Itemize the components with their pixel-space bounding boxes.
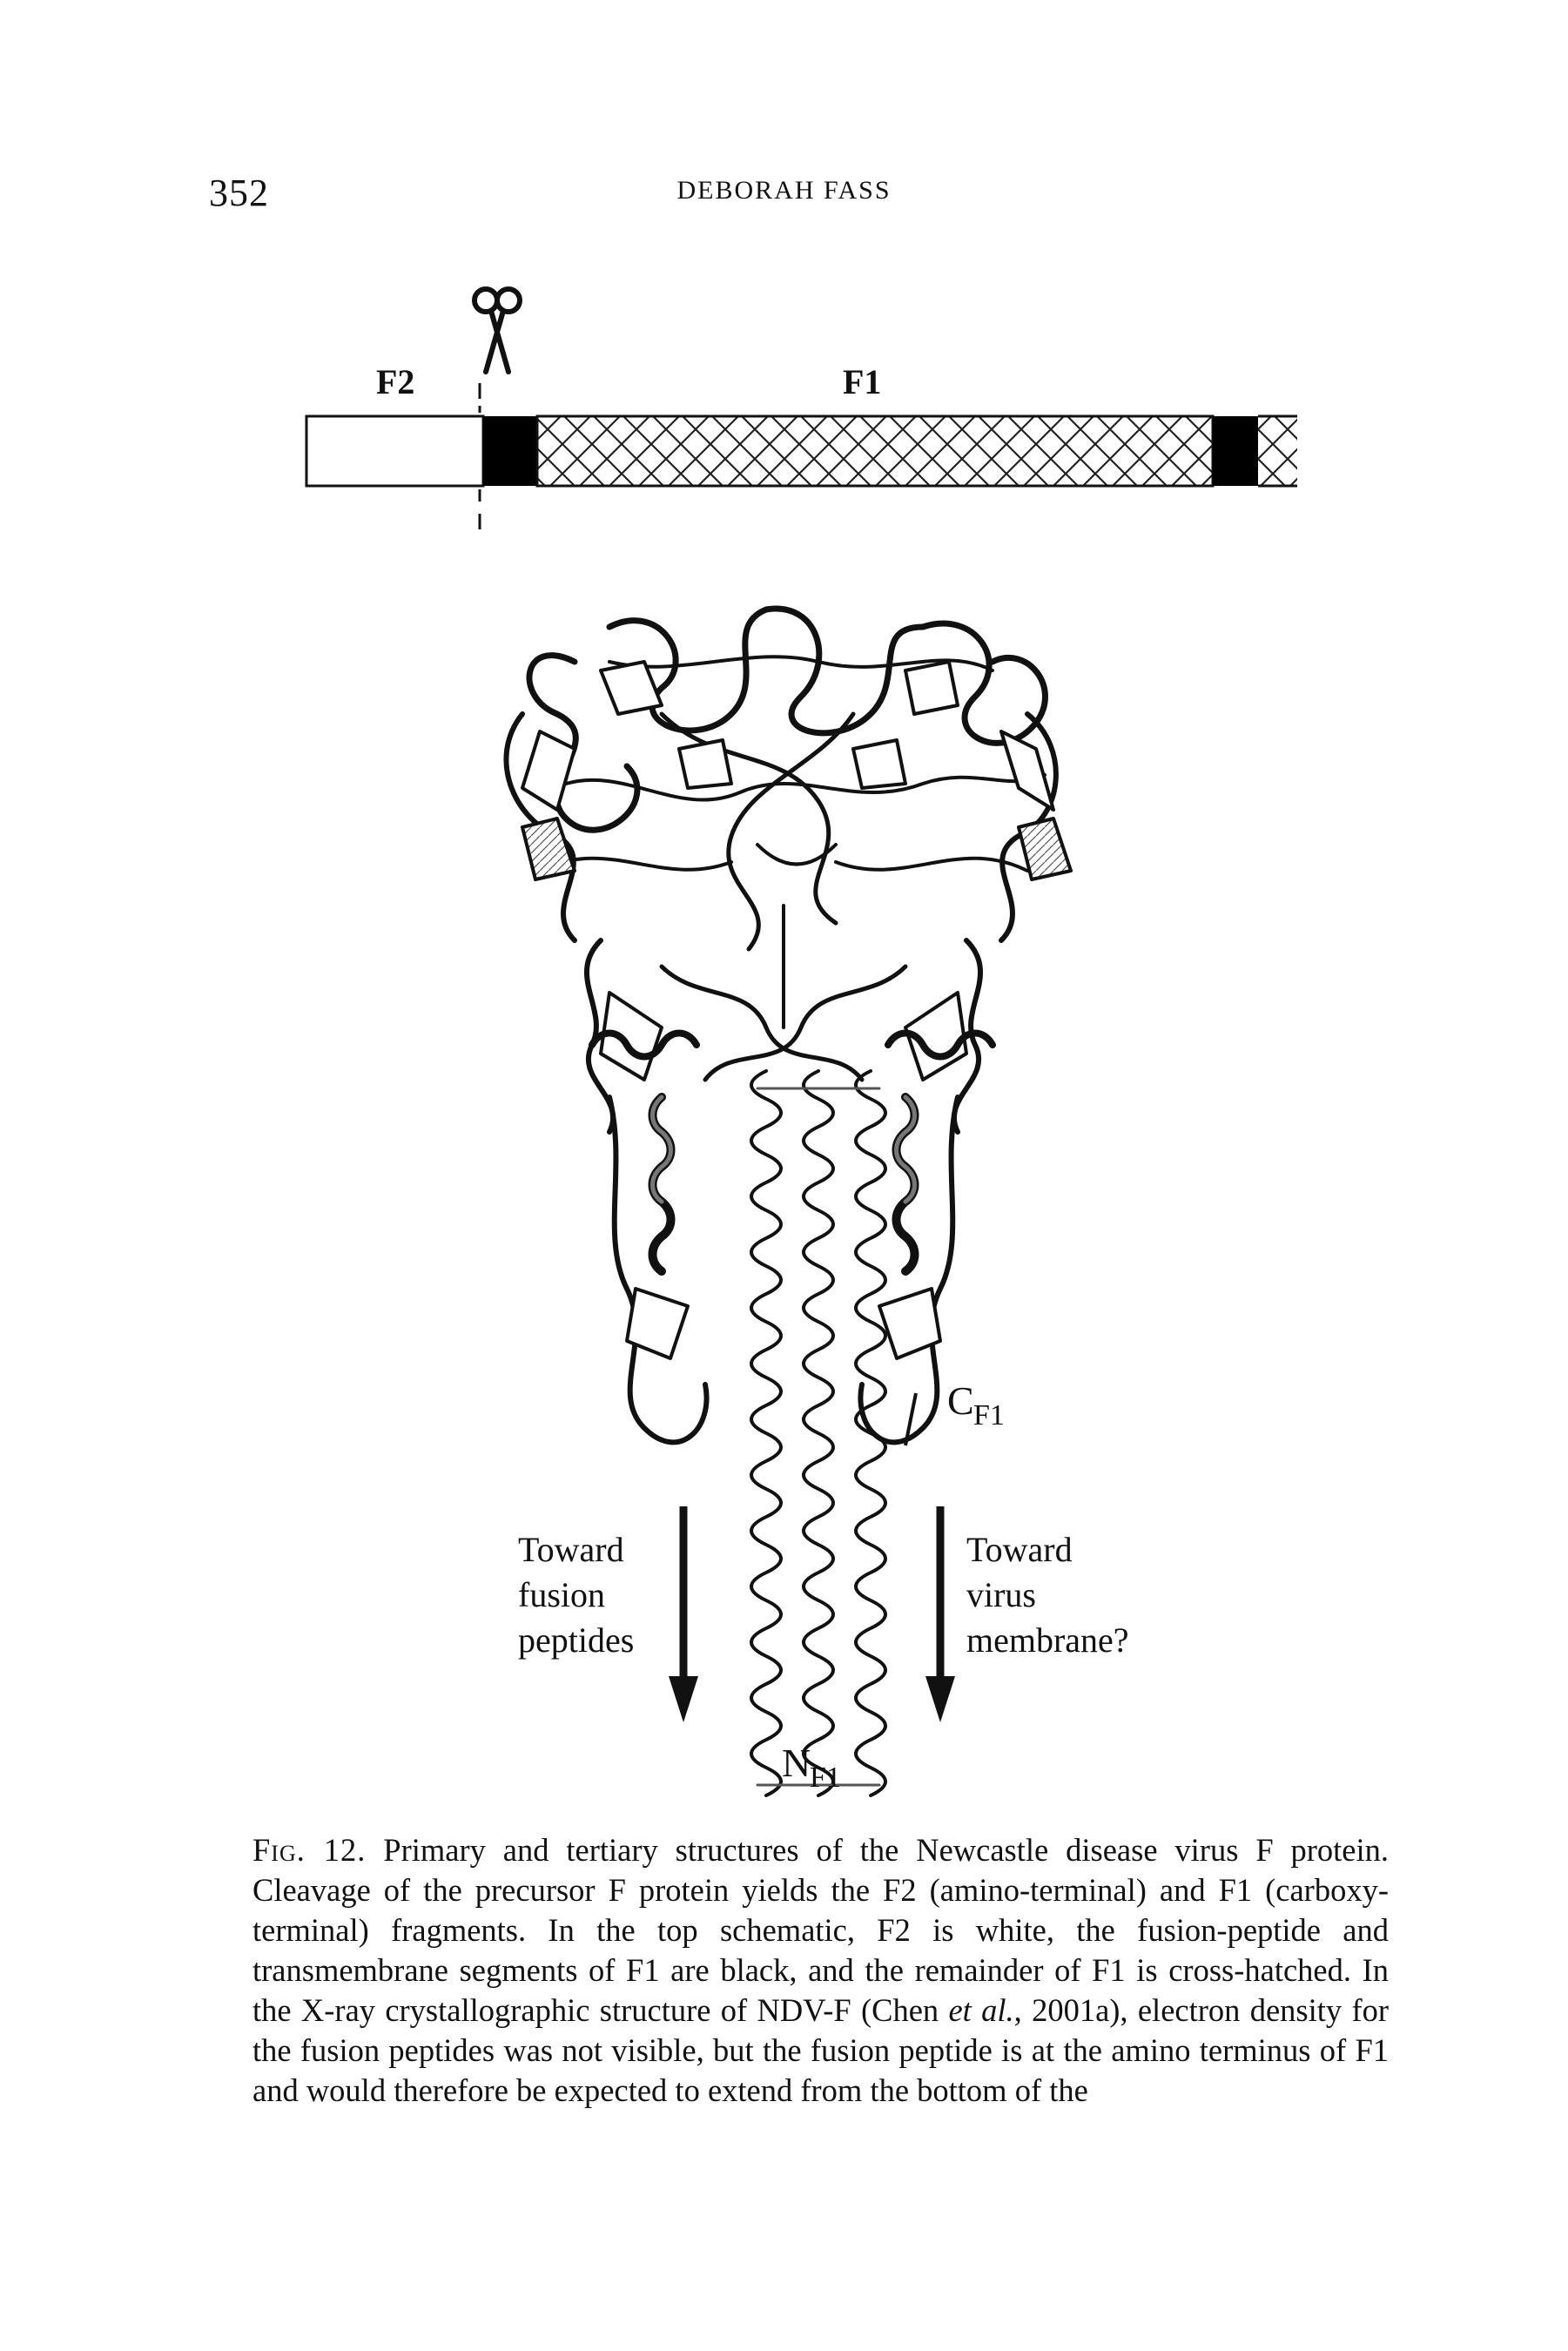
f1-tail-segment (1258, 416, 1297, 486)
figure-caption: Fig. 12. Primary and tertiary structures… (252, 1830, 1389, 2111)
caption-text-part-2: , 2001a), electron density for the fusio… (252, 1992, 1390, 2108)
scissors-icon (472, 286, 522, 374)
n-terminus-sub: F1 (810, 1762, 841, 1794)
fusion-peptide-segment (483, 416, 537, 486)
c-terminus-label: C F1 (904, 1378, 1005, 1446)
running-head: DEBORAH FASS (676, 176, 892, 205)
side-domains (607, 1093, 960, 1445)
central-coiled-coil (750, 1069, 887, 1797)
figure-label: Fig. 12. (252, 1832, 367, 1868)
transmembrane-segment (1213, 416, 1258, 486)
ribbon-structure (503, 605, 1073, 1797)
n-terminus-label: N F1 (782, 1741, 841, 1794)
f1-crosshatched-segment (535, 414, 1215, 488)
caption-et-al: et al. (948, 1992, 1014, 2028)
left-arrow-line-2: fusion (518, 1575, 605, 1614)
primary-structure-schematic: F2 F1 (305, 286, 1297, 529)
caption-text-part-1: Primary and tertiary structures of the N… (252, 1832, 1390, 2028)
f2-label: F2 (376, 362, 414, 401)
c-terminus-base: C (947, 1378, 974, 1423)
left-arrow-line-1: Toward (518, 1530, 624, 1569)
right-arrow-line-3: membrane? (966, 1620, 1129, 1660)
left-arrow-annotation: Toward fusion peptides (518, 1506, 698, 1722)
neck-domain (583, 938, 996, 1135)
c-terminus-sub: F1 (973, 1399, 1005, 1431)
n-terminus-base: N (782, 1741, 811, 1785)
f2-segment (305, 414, 485, 488)
right-arrow-annotation: Toward virus membrane? (925, 1506, 1129, 1722)
right-arrow-line-2: virus (966, 1575, 1036, 1614)
f1-label: F1 (843, 362, 881, 401)
head-domain (503, 605, 1073, 1029)
left-arrow-line-3: peptides (518, 1620, 634, 1660)
page-number: 352 (209, 172, 269, 214)
right-arrow-line-1: Toward (966, 1530, 1073, 1569)
